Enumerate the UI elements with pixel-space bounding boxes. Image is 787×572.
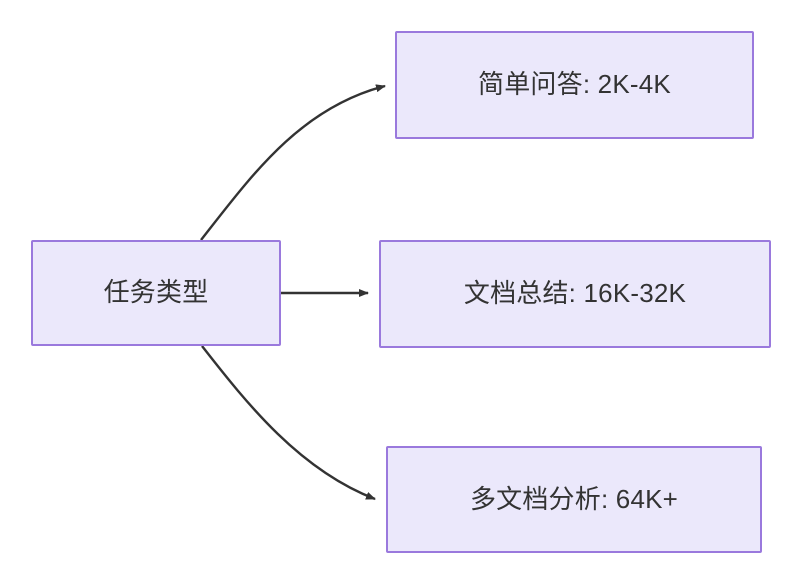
node-task-type[interactable]: 任务类型 — [31, 240, 281, 346]
node-task-type-label: 任务类型 — [103, 277, 209, 308]
edge-root-to-multi-doc — [201, 345, 376, 501]
node-simple-qa-label: 简单问答: 2K-4K — [478, 69, 671, 100]
edge-root-to-simple-qa — [200, 84, 386, 241]
node-doc-summary[interactable]: 文档总结: 16K-32K — [379, 240, 771, 348]
node-multi-doc[interactable]: 多文档分析: 64K+ — [386, 446, 762, 553]
node-doc-summary-label: 文档总结: 16K-32K — [463, 278, 687, 309]
node-simple-qa[interactable]: 简单问答: 2K-4K — [395, 31, 754, 139]
node-multi-doc-label: 多文档分析: 64K+ — [469, 483, 679, 514]
